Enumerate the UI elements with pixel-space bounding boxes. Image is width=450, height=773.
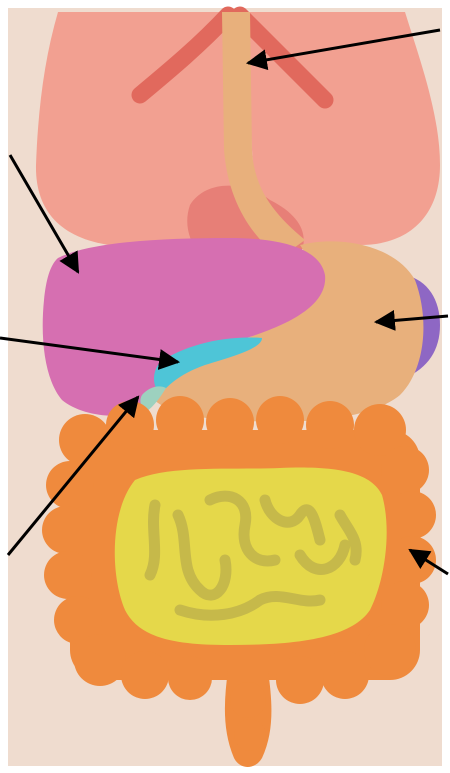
anatomy-diagram xyxy=(0,0,450,773)
anatomy-svg xyxy=(0,0,450,773)
